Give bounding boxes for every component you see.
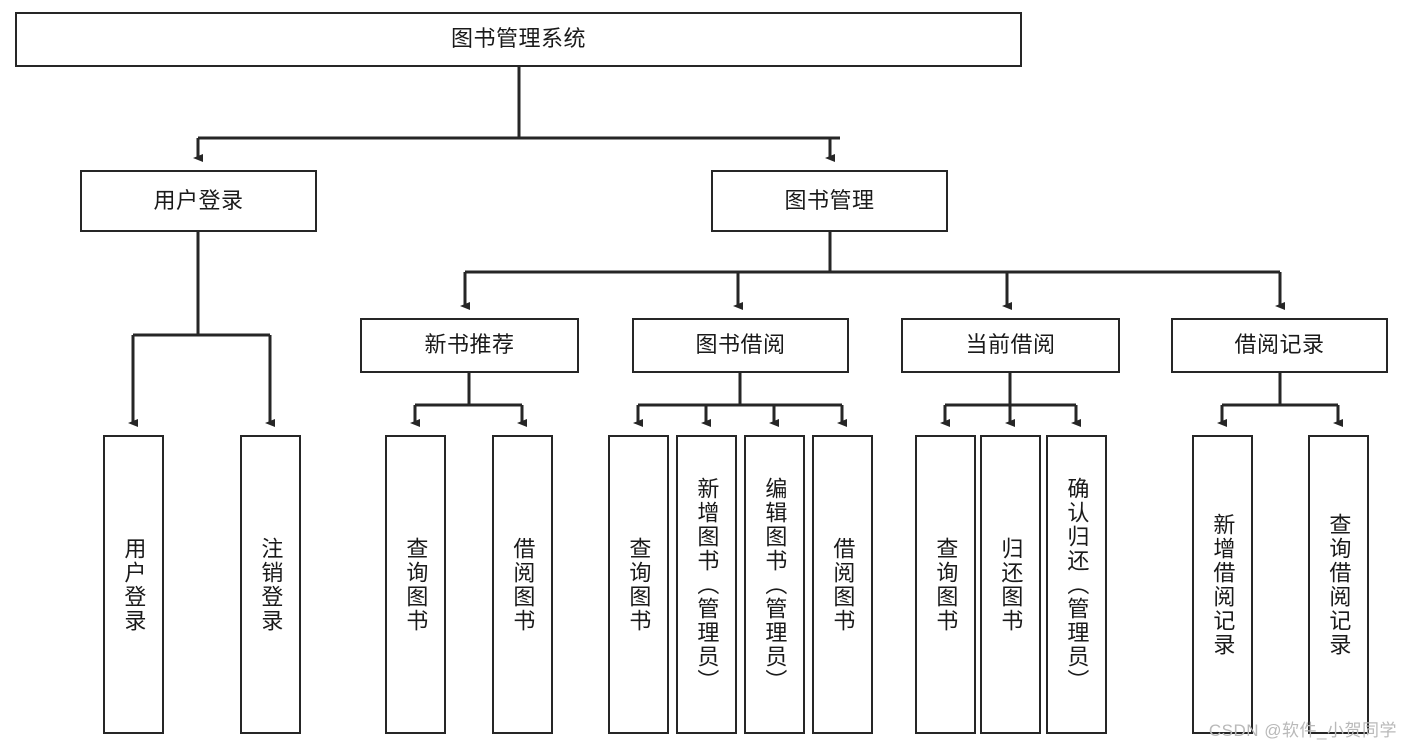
node-current-borrow[interactable]: 当前借阅: [901, 318, 1120, 373]
node-user-login[interactable]: 用户登录: [80, 170, 317, 232]
node-book-borrow-label: 图书借阅: [695, 332, 786, 358]
node-leaf-edit-book[interactable]: 编辑图书（管理员）: [744, 435, 805, 734]
node-leaf-add-book-label: 新增图书（管理员）: [694, 476, 720, 693]
node-leaf-edit-book-label: 编辑图书（管理员）: [762, 476, 788, 693]
node-leaf-add-record[interactable]: 新增借阅记录: [1192, 435, 1253, 734]
node-borrow-records-label: 借阅记录: [1234, 332, 1325, 358]
node-root[interactable]: 图书管理系统: [15, 12, 1022, 67]
node-leaf-add-record-label: 新增借阅记录: [1210, 512, 1236, 657]
node-leaf-confirm-return-label: 确认归还（管理员）: [1064, 476, 1090, 693]
node-leaf-query-book-borrow-label: 查询图书: [626, 536, 652, 633]
node-leaf-query-book-newbook-label: 查询图书: [403, 536, 429, 633]
node-new-book-recommend-label: 新书推荐: [424, 332, 515, 358]
node-leaf-borrow-book-newbook[interactable]: 借阅图书: [492, 435, 553, 734]
node-book-management-label: 图书管理: [784, 187, 875, 213]
node-leaf-user-logout-label: 注销登录: [258, 536, 284, 633]
node-leaf-query-book-current[interactable]: 查询图书: [915, 435, 976, 734]
node-leaf-return-book-label: 归还图书: [998, 536, 1024, 633]
node-leaf-query-book-borrow[interactable]: 查询图书: [608, 435, 669, 734]
node-leaf-user-login[interactable]: 用户登录: [103, 435, 164, 734]
node-leaf-borrow-book[interactable]: 借阅图书: [812, 435, 873, 734]
node-leaf-query-record[interactable]: 查询借阅记录: [1308, 435, 1369, 734]
node-leaf-add-book[interactable]: 新增图书（管理员）: [676, 435, 737, 734]
node-leaf-borrow-book-newbook-label: 借阅图书: [510, 536, 536, 633]
node-new-book-recommend[interactable]: 新书推荐: [360, 318, 579, 373]
node-user-login-label: 用户登录: [153, 187, 244, 213]
node-leaf-user-logout[interactable]: 注销登录: [240, 435, 301, 734]
node-book-borrow[interactable]: 图书借阅: [632, 318, 849, 373]
node-leaf-borrow-book-label: 借阅图书: [830, 536, 856, 633]
node-root-label: 图书管理系统: [450, 26, 586, 52]
node-book-management[interactable]: 图书管理: [711, 170, 948, 232]
node-current-borrow-label: 当前借阅: [965, 332, 1056, 358]
node-leaf-user-login-label: 用户登录: [121, 536, 147, 633]
node-leaf-query-record-label: 查询借阅记录: [1326, 512, 1352, 657]
node-borrow-records[interactable]: 借阅记录: [1171, 318, 1388, 373]
node-leaf-return-book[interactable]: 归还图书: [980, 435, 1041, 734]
watermark: CSDN @软件_小贺同学: [1208, 721, 1397, 740]
node-leaf-query-book-current-label: 查询图书: [933, 536, 959, 633]
node-leaf-confirm-return[interactable]: 确认归还（管理员）: [1046, 435, 1107, 734]
node-leaf-query-book-newbook[interactable]: 查询图书: [385, 435, 446, 734]
